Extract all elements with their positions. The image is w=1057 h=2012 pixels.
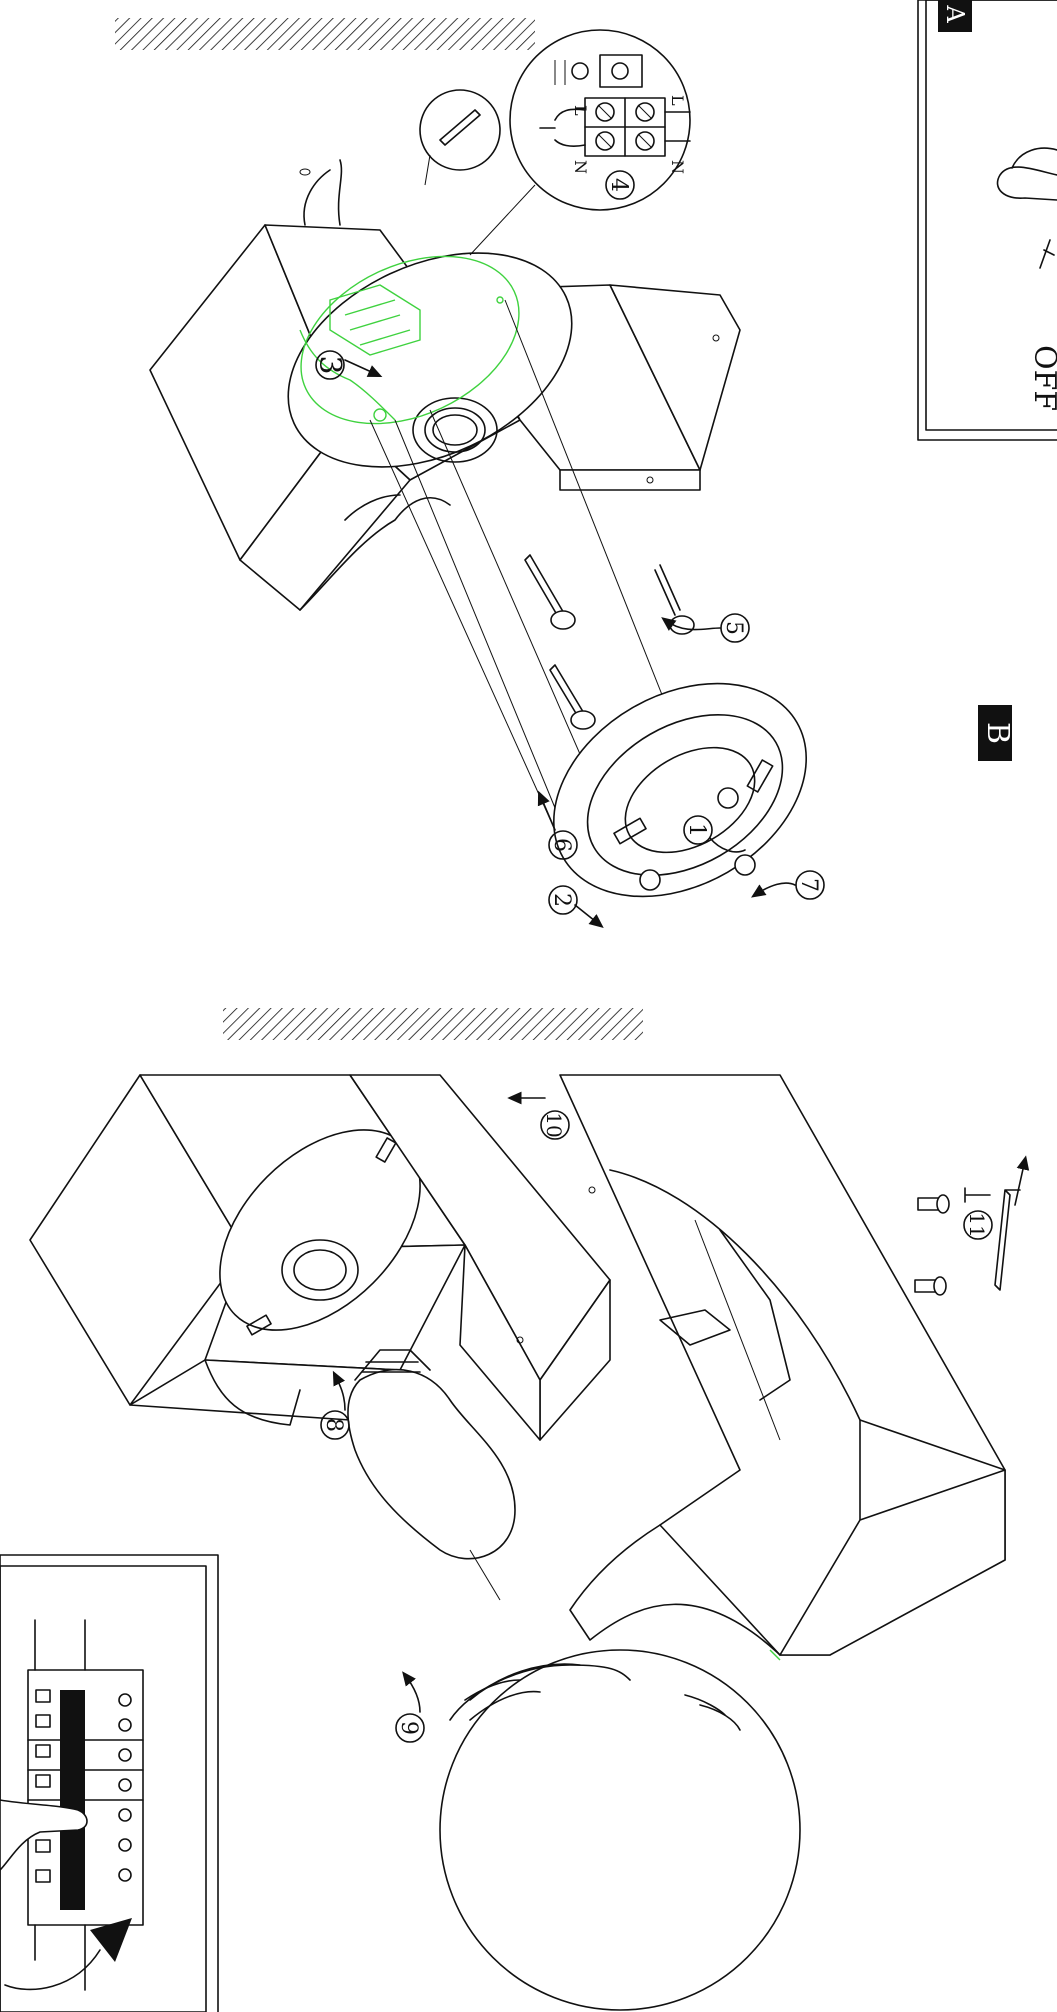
panel-a-badge-box — [938, 0, 972, 32]
wall-hatch-top — [115, 18, 535, 50]
light-bulb — [347, 1349, 516, 1560]
switch-off-label: OFF — [1027, 345, 1057, 411]
panel-a-switch-off: A OFF — [917, 0, 1057, 441]
step-4-label: 4 — [606, 178, 631, 192]
wire-label-n-left: N — [571, 160, 590, 174]
step-8-label: 8 — [321, 1418, 346, 1432]
breaker-panel — [0, 1554, 219, 2012]
glass-globe — [439, 1649, 801, 2011]
panel-b-badge-box — [978, 705, 1012, 761]
hand-icon-breaker — [0, 1799, 88, 1871]
hand-icon — [996, 147, 1057, 201]
wall-plug-callout — [419, 89, 501, 171]
wire-label-l-right: L — [668, 95, 687, 106]
panel-a-badge: A — [941, 4, 969, 23]
wall-plug-icon — [439, 109, 481, 146]
step-11-label: 11 — [965, 1212, 989, 1237]
power-cable — [303, 169, 331, 226]
upper-assembly: 3 — [149, 29, 825, 928]
wall-hatch-bottom — [223, 1008, 643, 1040]
switch-toggle-icon — [1039, 239, 1055, 269]
hex-key-and-screws — [914, 1187, 1021, 1296]
step-9-label: 9 — [396, 1721, 421, 1735]
step-10-label: 10 — [542, 1112, 566, 1137]
step-2-label: 2 — [549, 893, 574, 907]
step-5-label: 5 — [721, 621, 746, 635]
wire-label-l-left: L — [571, 105, 590, 116]
terminal-strip — [584, 97, 666, 157]
cover-ring — [553, 682, 807, 898]
step-7-label: 7 — [796, 878, 821, 892]
panel-b-badge: B — [980, 722, 1015, 744]
panel-b-badge-group: B — [978, 705, 1015, 761]
backplate-ring — [287, 252, 573, 468]
rotate-arrow-icon — [4, 1949, 101, 1991]
circuit-breaker-icon — [27, 1619, 144, 1991]
ground-terminal — [554, 54, 643, 88]
step-1-label: 1 — [684, 823, 709, 837]
wire-label-n-right: N — [668, 160, 687, 174]
lower-assembly: 8 9 10 11 — [29, 1074, 1030, 2011]
step-6-label: 6 — [549, 838, 574, 852]
terminal-block-highlight — [299, 255, 520, 425]
step-3-label: 3 — [312, 355, 347, 374]
